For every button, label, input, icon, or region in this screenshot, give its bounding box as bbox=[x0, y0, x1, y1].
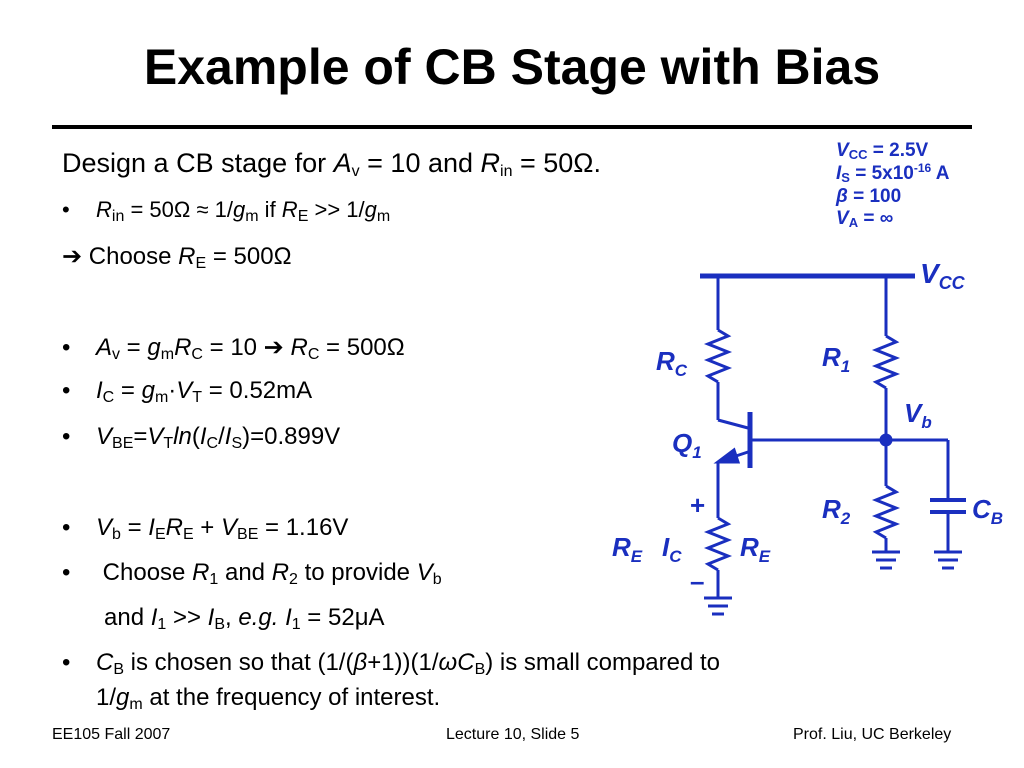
bullet-av: •Av = gmRC = 10 ➔ RC = 500Ω bbox=[62, 334, 405, 363]
ic-label: IC bbox=[662, 532, 682, 566]
bullet-cb: •CB is chosen so that (1/(β+1))(1/ωCB) i… bbox=[62, 649, 721, 678]
bullet-i1-continuation: and I1 >> IB, e.g. I1 = 52μA bbox=[104, 604, 385, 633]
parameter-list: VCC = 2.5V IS = 5x10-16 A β = 100 VA = ∞ bbox=[836, 140, 950, 231]
bullet-marker: • bbox=[62, 514, 71, 541]
footer-slide-number: Lecture 10, Slide 5 bbox=[446, 726, 580, 743]
intro-rin-sub: in bbox=[500, 163, 513, 180]
bullet-ic: •IC = gm·VT = 0.52mA bbox=[62, 377, 313, 406]
bullet-vb: •Vb = IERE + VBE = 1.16V bbox=[62, 514, 349, 543]
bullet-marker: • bbox=[62, 423, 71, 450]
vb-label: Vb bbox=[904, 398, 932, 432]
re-resistor bbox=[703, 516, 733, 572]
title-divider bbox=[52, 125, 972, 129]
r1-resistor bbox=[871, 334, 901, 390]
intro-mid: = 10 and bbox=[359, 148, 481, 178]
minus-sign: – bbox=[690, 566, 704, 596]
vcc-label: VCC bbox=[920, 258, 966, 293]
q1-emitter-arrow bbox=[713, 447, 741, 464]
intro-end: = 50Ω. bbox=[512, 148, 601, 178]
bullet-marker: • bbox=[62, 377, 71, 404]
param-is: IS = 5x10-16 A bbox=[836, 160, 950, 185]
rc-label: RC bbox=[656, 346, 688, 380]
intro-av: A bbox=[333, 148, 352, 178]
param-beta: β = 100 bbox=[836, 185, 902, 207]
footer-author: Prof. Liu, UC Berkeley bbox=[793, 726, 952, 743]
q1-collector bbox=[717, 418, 749, 430]
intro-text: Design a CB stage for bbox=[62, 148, 334, 178]
rc-resistor bbox=[703, 328, 733, 384]
cb-label: CB bbox=[972, 494, 1003, 528]
re-right-label: RE bbox=[740, 532, 771, 566]
bullet-vbe: •VBE=VTln(IC/IS)=0.899V bbox=[62, 423, 341, 452]
slide-title: Example of CB Stage with Bias bbox=[143, 39, 881, 95]
r2-resistor bbox=[871, 484, 901, 540]
bullet-choose-re: ➔ Choose RE = 500Ω bbox=[62, 243, 292, 272]
r1-label: R1 bbox=[822, 342, 850, 376]
intro-line: Design a CB stage for Av = 10 and Rin = … bbox=[62, 148, 601, 180]
re-left-label: RE bbox=[612, 532, 643, 566]
bullet-rin: •Rin = 50Ω ≈ 1/gm if RE >> 1/gm bbox=[62, 197, 391, 225]
arrow-icon: ➔ bbox=[62, 243, 83, 270]
bullet-choose-r1r2: • Choose R1 and R2 to provide Vb bbox=[62, 559, 442, 588]
bullet-cb-continuation: 1/gm at the frequency of interest. bbox=[96, 684, 441, 713]
param-va: VA = ∞ bbox=[836, 208, 894, 231]
footer-course: EE105 Fall 2007 bbox=[52, 726, 171, 743]
r2-label: R2 bbox=[822, 494, 851, 528]
plus-sign: + bbox=[690, 490, 705, 520]
intro-av-sub: v bbox=[351, 163, 360, 180]
bullet-marker: • bbox=[62, 559, 71, 586]
bullet-marker: • bbox=[62, 197, 70, 222]
param-vcc: VCC = 2.5V bbox=[836, 140, 929, 162]
q1-label: Q1 bbox=[672, 428, 702, 462]
bullet-marker: • bbox=[62, 649, 71, 676]
intro-rin: R bbox=[480, 148, 501, 178]
bullet-marker: • bbox=[62, 334, 71, 361]
